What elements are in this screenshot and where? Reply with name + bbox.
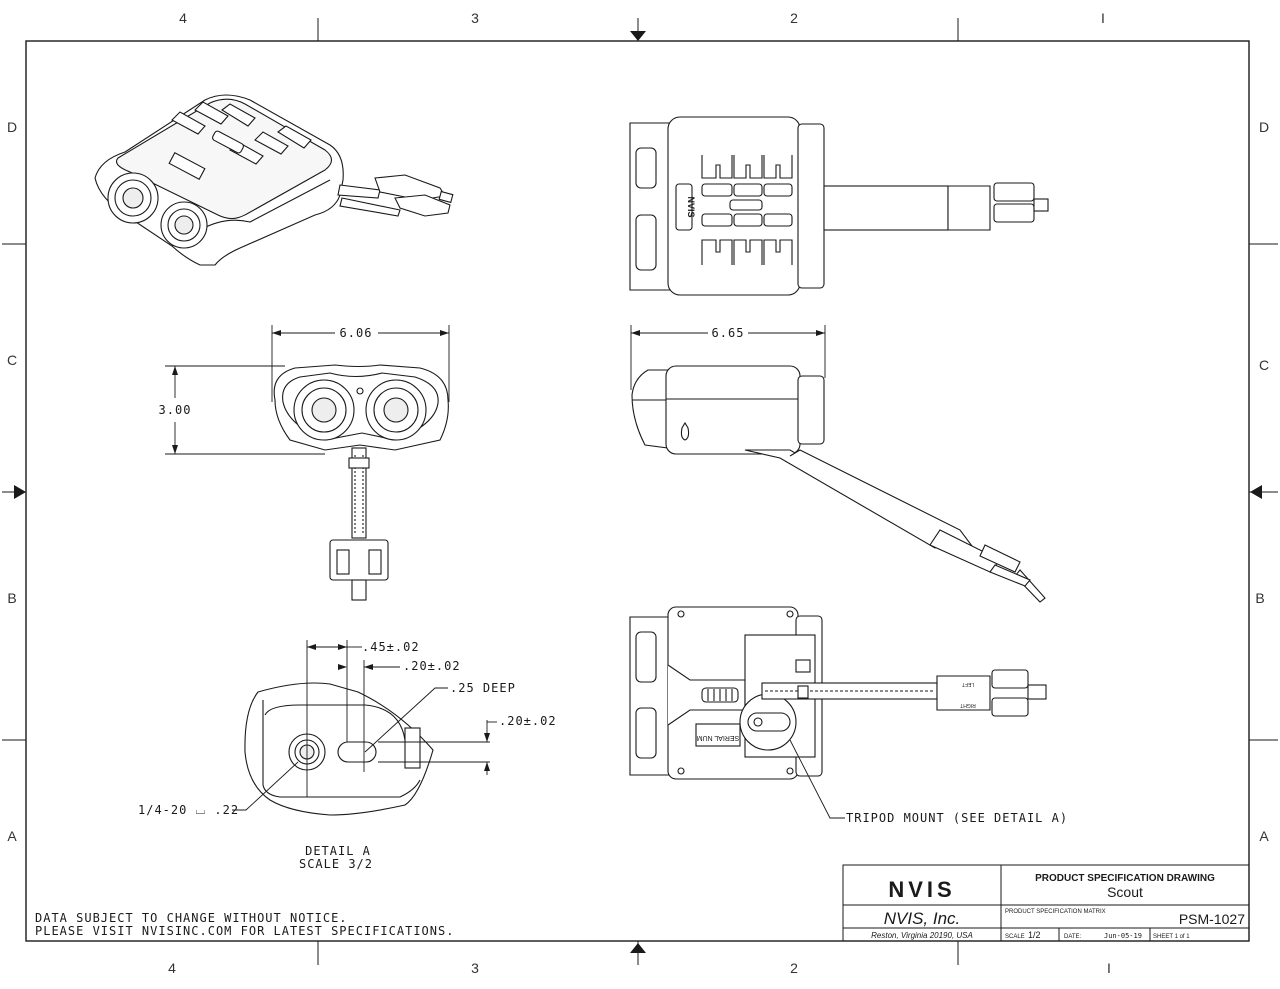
centering-arrows <box>14 31 1262 953</box>
matrix-label: PRODUCT SPECIFICATION MATRIX <box>1005 909 1106 915</box>
side-view <box>631 365 1046 603</box>
zone-col-bottom-1: I <box>1107 960 1111 976</box>
front-view-dimensions <box>165 325 450 455</box>
company-name: NVIS, Inc. <box>884 909 961 928</box>
detail-a-dim-arrows <box>307 644 490 771</box>
side-view-dimensions <box>630 325 826 390</box>
note-line-2: PLEASE VISIT NVISINC.COM FOR LATEST SPEC… <box>35 924 454 938</box>
scale-label: SCALE <box>1005 934 1025 940</box>
bottom-view: SERIAL NUM LEFT RIGHT <box>629 606 1047 780</box>
zone-row-left-d: D <box>7 119 17 135</box>
zone-row-right-a: A <box>1259 828 1269 844</box>
dim-detail-offset: .45±.02 <box>362 640 420 654</box>
dim-detail-depth: .25 DEEP <box>450 681 516 695</box>
top-view: NVIS <box>629 116 1049 296</box>
note-line-1: DATA SUBJECT TO CHANGE WITHOUT NOTICE. <box>35 911 348 925</box>
front-view <box>273 364 449 601</box>
isometric-view <box>94 94 454 266</box>
zone-row-right-d: D <box>1259 119 1269 135</box>
cable-label-right: RIGHT <box>960 702 976 708</box>
zone-row-right-b: B <box>1255 590 1264 606</box>
dim-front-height: 3.00 <box>159 403 192 417</box>
sheet-number: SHEET 1 of 1 <box>1153 934 1190 940</box>
dim-side-length: 6.65 <box>712 326 745 340</box>
serial-label: SERIAL NUM <box>697 734 740 741</box>
zone-col-top-4: 4 <box>179 10 187 26</box>
date-label: DATE: <box>1064 934 1082 940</box>
drawing-number: PSM-1027 <box>1179 911 1245 927</box>
callout-tripod-mount: TRIPOD MOUNT (SEE DETAIL A) <box>846 811 1068 825</box>
title-block <box>842 864 1250 942</box>
drawing-title: PRODUCT SPECIFICATION DRAWING <box>1035 873 1215 884</box>
zone-col-top-3: 3 <box>471 10 479 26</box>
date-value: Jun-05-19 <box>1104 932 1142 940</box>
zone-labels: 4 3 2 I 4 3 2 I D C B A D C B A <box>7 10 1269 976</box>
zone-col-top-1: I <box>1101 10 1105 26</box>
tripod-leader <box>789 739 845 819</box>
title-block-logo: NVIS <box>888 877 955 902</box>
dim-front-width: 6.06 <box>340 326 373 340</box>
top-view-logo: NVIS <box>686 196 696 217</box>
dim-detail-slot-height: .20±.02 <box>499 714 557 728</box>
zone-row-right-c: C <box>1259 357 1269 373</box>
zone-row-left-c: C <box>7 352 17 368</box>
detail-a-title: DETAIL A <box>305 844 371 858</box>
zone-col-bottom-2: 2 <box>790 960 798 976</box>
zone-row-left-b: B <box>7 590 16 606</box>
scale-value: 1/2 <box>1028 930 1041 940</box>
detail-a-scale: SCALE 3/2 <box>299 857 373 871</box>
product-name: Scout <box>1107 884 1143 900</box>
front-view-dim-arrows <box>172 330 449 454</box>
zone-col-bottom-3: 3 <box>471 960 479 976</box>
zone-row-left-a: A <box>7 828 17 844</box>
detail-a-dimensions <box>232 640 497 811</box>
drawing-border <box>2 18 1278 965</box>
title-block-logo-text: NVIS <box>888 877 955 902</box>
dim-detail-thread: 1/4-20 ⌴ .22 <box>138 803 239 817</box>
zone-col-bottom-4: 4 <box>168 960 176 976</box>
dim-detail-slot-width: .20±.02 <box>403 659 461 673</box>
side-view-dim-arrows <box>631 330 825 336</box>
cable-label-left: LEFT <box>962 681 974 687</box>
zone-col-top-2: 2 <box>790 10 798 26</box>
company-address: Reston, Virginia 20190, USA <box>871 931 973 940</box>
